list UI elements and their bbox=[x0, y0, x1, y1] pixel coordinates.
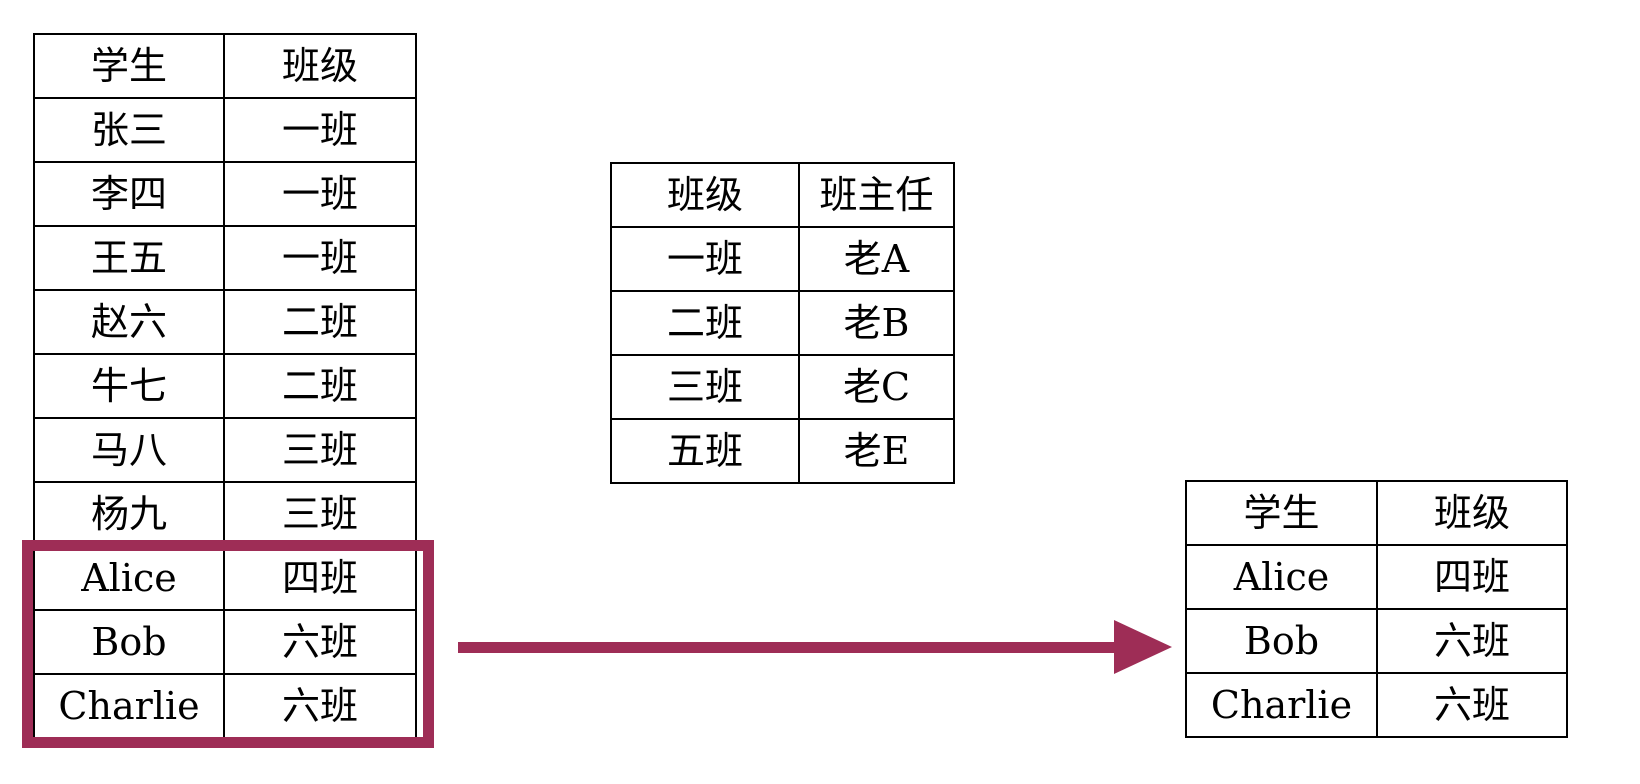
table-cell: 四班 bbox=[223, 545, 417, 611]
table-cell: 三班 bbox=[610, 354, 800, 420]
table-row: 张三一班 bbox=[33, 97, 417, 163]
table-cell: 二班 bbox=[223, 289, 417, 355]
table-cell: Charlie bbox=[33, 673, 225, 739]
table-cell: 二班 bbox=[610, 290, 800, 356]
table-row: 赵六二班 bbox=[33, 289, 417, 355]
header-cell: 班级 bbox=[1376, 480, 1568, 546]
table-cell: Bob bbox=[33, 609, 225, 675]
table-cell: 赵六 bbox=[33, 289, 225, 355]
table-row: 牛七二班 bbox=[33, 353, 417, 419]
table-row: 二班老B bbox=[610, 290, 955, 356]
table-cell: Alice bbox=[33, 545, 225, 611]
table-row: 王五一班 bbox=[33, 225, 417, 291]
table-cell: 老C bbox=[798, 354, 955, 420]
table-cell: 马八 bbox=[33, 417, 225, 483]
table-row: 李四一班 bbox=[33, 161, 417, 227]
table-cell: 六班 bbox=[1376, 608, 1568, 674]
table-row: 马八三班 bbox=[33, 417, 417, 483]
result-table-header-row: 学生班级 bbox=[1185, 480, 1568, 546]
table-cell: 老E bbox=[798, 418, 955, 484]
right-arrow-icon bbox=[458, 617, 1173, 677]
header-cell: 学生 bbox=[33, 33, 225, 99]
table-cell: 六班 bbox=[223, 609, 417, 675]
table-cell: 二班 bbox=[223, 353, 417, 419]
table-cell: 一班 bbox=[610, 226, 800, 292]
table-cell: 五班 bbox=[610, 418, 800, 484]
table-cell: 一班 bbox=[223, 225, 417, 291]
table-cell: 六班 bbox=[223, 673, 417, 739]
table-row: 杨九三班 bbox=[33, 481, 417, 547]
table-cell: 一班 bbox=[223, 97, 417, 163]
table-cell: 六班 bbox=[1376, 672, 1568, 738]
table-cell: 张三 bbox=[33, 97, 225, 163]
table-cell: 杨九 bbox=[33, 481, 225, 547]
table-row: 一班老A bbox=[610, 226, 955, 292]
table-cell: 老B bbox=[798, 290, 955, 356]
table-cell: Alice bbox=[1185, 544, 1378, 610]
table-row: 三班老C bbox=[610, 354, 955, 420]
table-cell: Charlie bbox=[1185, 672, 1378, 738]
table-cell: 李四 bbox=[33, 161, 225, 227]
header-cell: 班级 bbox=[610, 162, 800, 228]
header-cell: 学生 bbox=[1185, 480, 1378, 546]
table-cell: 四班 bbox=[1376, 544, 1568, 610]
table-cell: 三班 bbox=[223, 481, 417, 547]
teachers-table-header-row: 班级班主任 bbox=[610, 162, 955, 228]
table-cell: 王五 bbox=[33, 225, 225, 291]
header-cell: 班级 bbox=[223, 33, 417, 99]
table-cell: 牛七 bbox=[33, 353, 225, 419]
table-cell: 一班 bbox=[223, 161, 417, 227]
table-cell: 三班 bbox=[223, 417, 417, 483]
header-cell: 班主任 bbox=[798, 162, 955, 228]
table-row: 五班老E bbox=[610, 418, 955, 484]
table-cell: 老A bbox=[798, 226, 955, 292]
students-table-header-row: 学生班级 bbox=[33, 33, 417, 99]
table-cell: Bob bbox=[1185, 608, 1378, 674]
